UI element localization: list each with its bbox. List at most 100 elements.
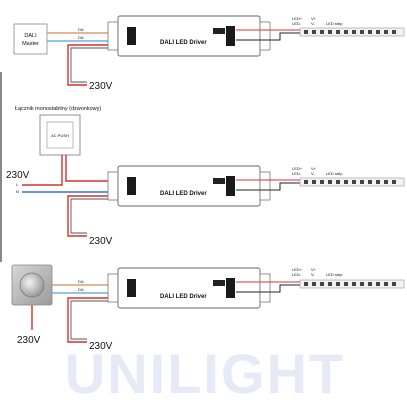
section-2: Łącznik monostabilny (dzwonkowy) AC PUSH… bbox=[6, 106, 405, 247]
output-label-neg: LED- bbox=[292, 21, 302, 26]
voltage-driver-label-3: 230V bbox=[89, 341, 113, 352]
led-chip bbox=[352, 282, 356, 286]
switched-live-wire bbox=[65, 155, 128, 182]
output-polarity-neg-3: V- bbox=[311, 272, 315, 277]
dali-driver-1 bbox=[117, 15, 261, 57]
output-polarity-pos-2: V+ bbox=[311, 166, 317, 171]
live-wire-to-switch bbox=[22, 155, 63, 186]
da-label-3b: DA bbox=[78, 287, 84, 292]
push-button-label: AC PUSH bbox=[51, 133, 69, 138]
led-chip bbox=[368, 282, 372, 286]
led-strip-2-leds bbox=[304, 180, 396, 184]
led-chip bbox=[368, 30, 372, 34]
line-label-l: L bbox=[16, 182, 19, 187]
push-button bbox=[46, 121, 74, 149]
output-label-neg-3: LED- bbox=[292, 272, 302, 277]
output-label-pos-3: LED+ bbox=[292, 267, 303, 272]
watermark-text: UNILIGHT bbox=[65, 342, 345, 400]
output-label-pos-2: LED+ bbox=[292, 166, 303, 171]
address-display-2 bbox=[213, 178, 225, 184]
led-strip-3-leds bbox=[304, 282, 396, 286]
dali-master-label-2: Master bbox=[22, 41, 39, 47]
input-terminal-block-3 bbox=[127, 279, 136, 297]
output-label-neg-2: LED- bbox=[292, 171, 302, 176]
dali-driver-2 bbox=[117, 165, 261, 207]
mains-wire-live bbox=[67, 44, 128, 86]
led-chip bbox=[352, 30, 356, 34]
driver-end-cap-left bbox=[107, 21, 119, 51]
led-chip bbox=[392, 30, 396, 34]
driver-title: DALI LED Driver bbox=[160, 40, 207, 46]
driver-end-cap-right-3 bbox=[259, 273, 271, 303]
led-chip bbox=[304, 30, 308, 34]
section-3: 230V DA DA 230V DALI LED Driver LED+ LED… bbox=[11, 264, 405, 352]
output-terminal-block bbox=[226, 26, 235, 46]
led-chip bbox=[384, 30, 388, 34]
led-chip bbox=[320, 180, 324, 184]
led-chip bbox=[336, 180, 340, 184]
led-chip bbox=[336, 30, 340, 34]
led-chip bbox=[344, 180, 348, 184]
led-chip bbox=[312, 30, 316, 34]
line-label-n: N bbox=[16, 189, 19, 194]
led-chip bbox=[360, 180, 364, 184]
led-chip bbox=[376, 180, 380, 184]
section-1: DALI Master DA DA 230V DALI LED Driver L… bbox=[13, 15, 405, 92]
da-label-1: DA bbox=[78, 27, 84, 32]
driver-end-cap-right bbox=[259, 21, 271, 51]
led-chip bbox=[384, 282, 388, 286]
led-chip bbox=[304, 282, 308, 286]
driver-end-cap-left-3 bbox=[107, 273, 119, 303]
address-display-3 bbox=[213, 280, 225, 286]
led-chip bbox=[320, 282, 324, 286]
led-chip bbox=[312, 282, 316, 286]
led-chip bbox=[352, 180, 356, 184]
led-chip bbox=[312, 180, 316, 184]
da-label-2: DA bbox=[78, 35, 84, 40]
led-chip bbox=[360, 282, 364, 286]
dali-driver-3 bbox=[117, 267, 261, 309]
voltage-driver-label: 230V bbox=[89, 236, 113, 247]
led-chip bbox=[328, 180, 332, 184]
mains-wire-neutral-2 bbox=[70, 198, 128, 234]
voltage-label: 230V bbox=[89, 81, 113, 92]
driver-end-cap-left-2 bbox=[107, 171, 119, 201]
rotary-dimmer-knob bbox=[19, 272, 45, 298]
output-label-pos: LED+ bbox=[292, 16, 303, 21]
led-strip-1-leds bbox=[304, 30, 396, 34]
output-polarity-neg: V- bbox=[311, 21, 315, 26]
strip-label-3: LED strip bbox=[326, 272, 343, 277]
driver-title-3: DALI LED Driver bbox=[160, 294, 207, 300]
dali-master-label-1: DALI bbox=[24, 33, 37, 39]
da-label-3a: DA bbox=[78, 279, 84, 284]
led-chip bbox=[384, 180, 388, 184]
output-wire-neg-3 bbox=[236, 284, 300, 293]
dali-master-box bbox=[13, 23, 48, 55]
output-terminal-block-2 bbox=[226, 176, 235, 196]
led-chip bbox=[376, 282, 380, 286]
led-chip bbox=[336, 282, 340, 286]
led-chip bbox=[328, 282, 332, 286]
output-polarity-pos: V+ bbox=[311, 16, 317, 21]
output-wire-neg-2 bbox=[236, 182, 300, 191]
led-chip bbox=[360, 30, 364, 34]
mains-wire-live-2 bbox=[67, 195, 128, 237]
led-chip bbox=[392, 180, 396, 184]
voltage-input-label: 230V bbox=[6, 170, 30, 181]
voltage-dimmer-label: 230V bbox=[17, 335, 41, 346]
input-terminal-block-2 bbox=[127, 177, 136, 195]
mains-wire-neutral-3 bbox=[70, 300, 128, 340]
led-chip bbox=[328, 30, 332, 34]
led-chip bbox=[320, 30, 324, 34]
led-chip bbox=[344, 282, 348, 286]
address-display bbox=[213, 28, 225, 34]
led-chip bbox=[368, 180, 372, 184]
mains-wire-neutral bbox=[70, 47, 128, 83]
output-terminal-block-3 bbox=[226, 278, 235, 298]
switch-caption: Łącznik monostabilny (dzwonkowy) bbox=[15, 106, 101, 112]
output-wire-neg bbox=[236, 32, 300, 41]
led-chip bbox=[392, 282, 396, 286]
led-chip bbox=[304, 180, 308, 184]
led-chip bbox=[344, 30, 348, 34]
